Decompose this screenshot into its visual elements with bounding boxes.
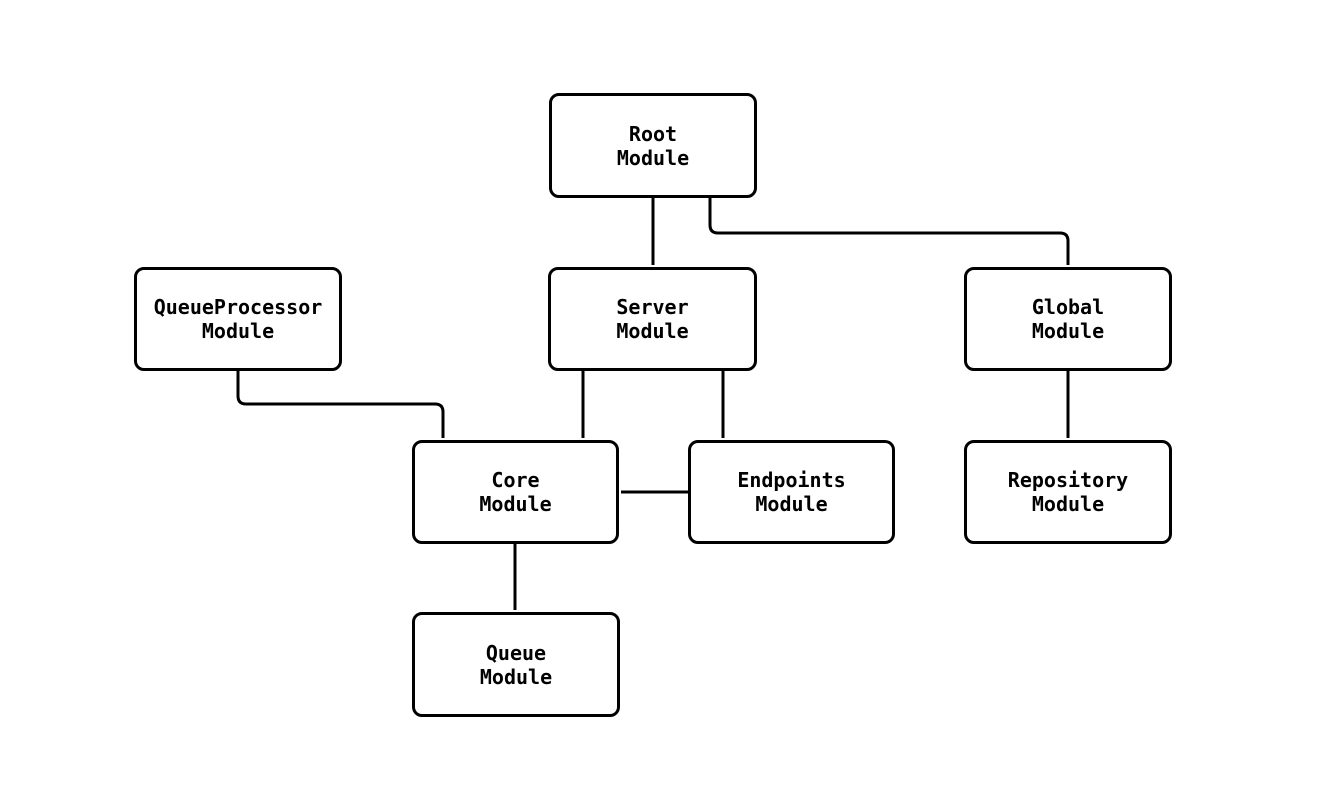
node-label-line: Endpoints (737, 468, 846, 492)
edge-queueprocessor-to-core (236, 371, 445, 438)
node-label-line: Root (628, 121, 678, 146)
node-label-line: Global (1031, 295, 1105, 319)
node-label-line: Core (491, 468, 540, 492)
node-label-line: Module (1031, 492, 1105, 516)
node-label-line: QueueProcessor (153, 295, 323, 319)
node-label-line: Module (755, 492, 828, 516)
node-label-line: Queue (485, 640, 547, 665)
node-label-line: Module (479, 492, 552, 516)
edge-root-to-global (708, 198, 1070, 265)
node-label-line: Module (201, 319, 275, 343)
node-label-line: Server (616, 295, 689, 319)
node-label-line: Module (616, 145, 690, 170)
node-label-line: Module (1031, 319, 1105, 343)
node-label-line: Module (479, 664, 553, 689)
node-label-line: Module (616, 319, 689, 343)
node-label-line: Repository (1007, 468, 1129, 492)
